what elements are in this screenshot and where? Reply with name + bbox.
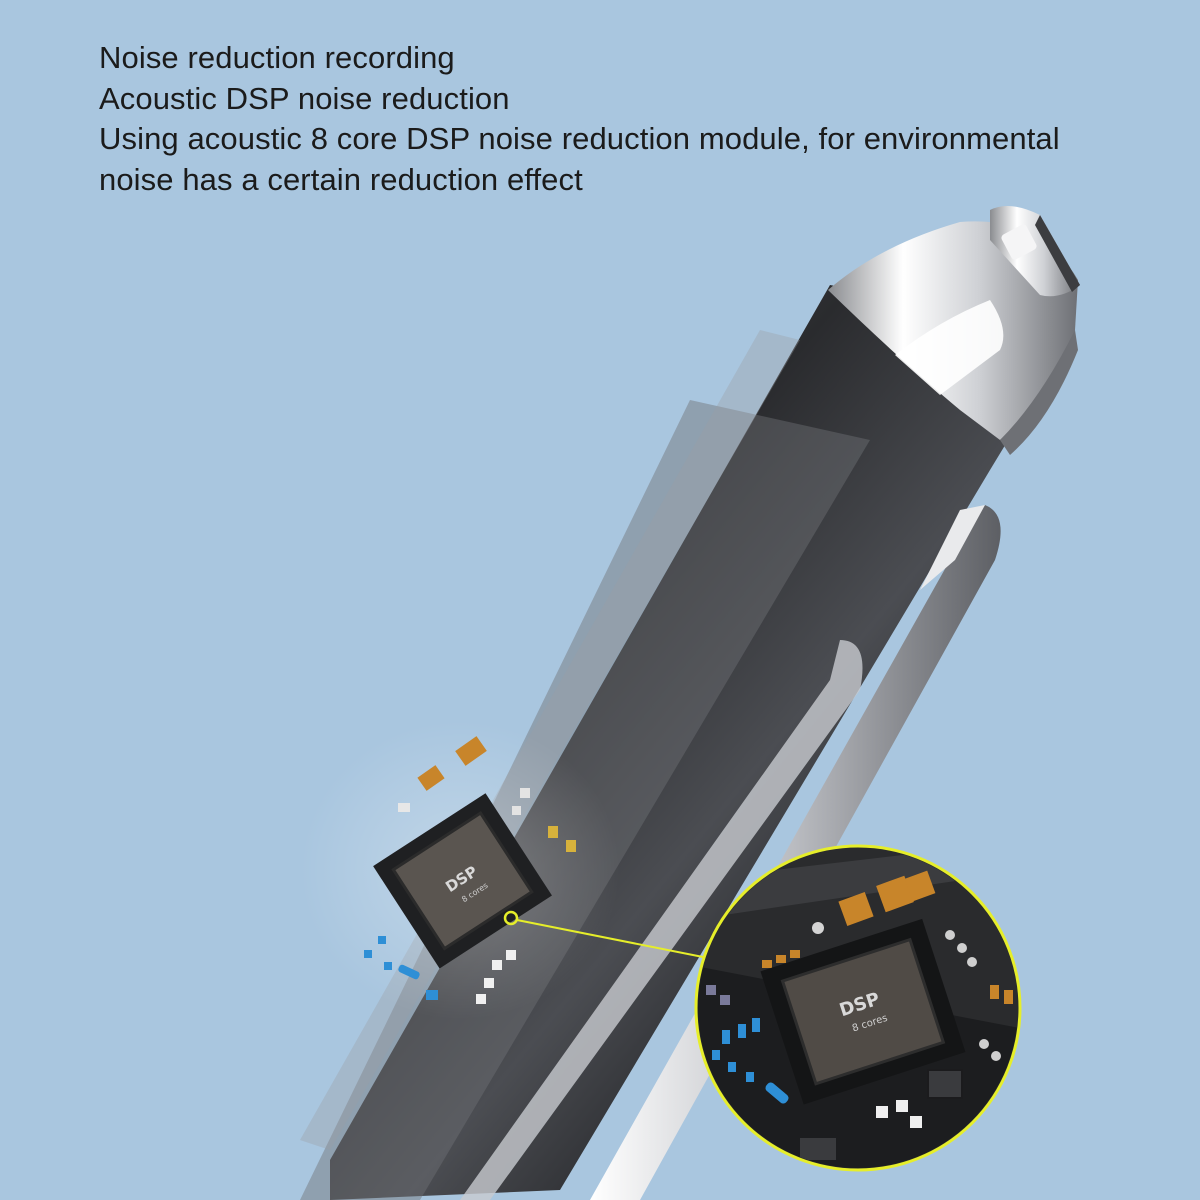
pen-dsp-chip: DSP 8 cores bbox=[373, 793, 552, 969]
pen-clicker-icon bbox=[990, 206, 1080, 297]
callout-pointer bbox=[503, 910, 709, 959]
headline-line-2: Acoustic DSP noise reduction bbox=[99, 80, 510, 116]
pen-circuit bbox=[364, 736, 576, 1004]
headline-line-1: Noise reduction recording bbox=[99, 40, 455, 75]
headline-text-block: Noise reduction recording Acoustic DSP n… bbox=[99, 38, 1139, 200]
pen-clip bbox=[460, 505, 1001, 1200]
headline-line-4: noise has a certain reduction effect bbox=[99, 161, 583, 197]
zoom-dsp-chip: DSP 8 cores bbox=[760, 918, 966, 1105]
headline-line-3: Using acoustic 8 core DSP noise reductio… bbox=[99, 121, 1060, 156]
zoom-magnifier: DSP 8 cores bbox=[694, 844, 1022, 1172]
pen-cap bbox=[828, 221, 1078, 455]
